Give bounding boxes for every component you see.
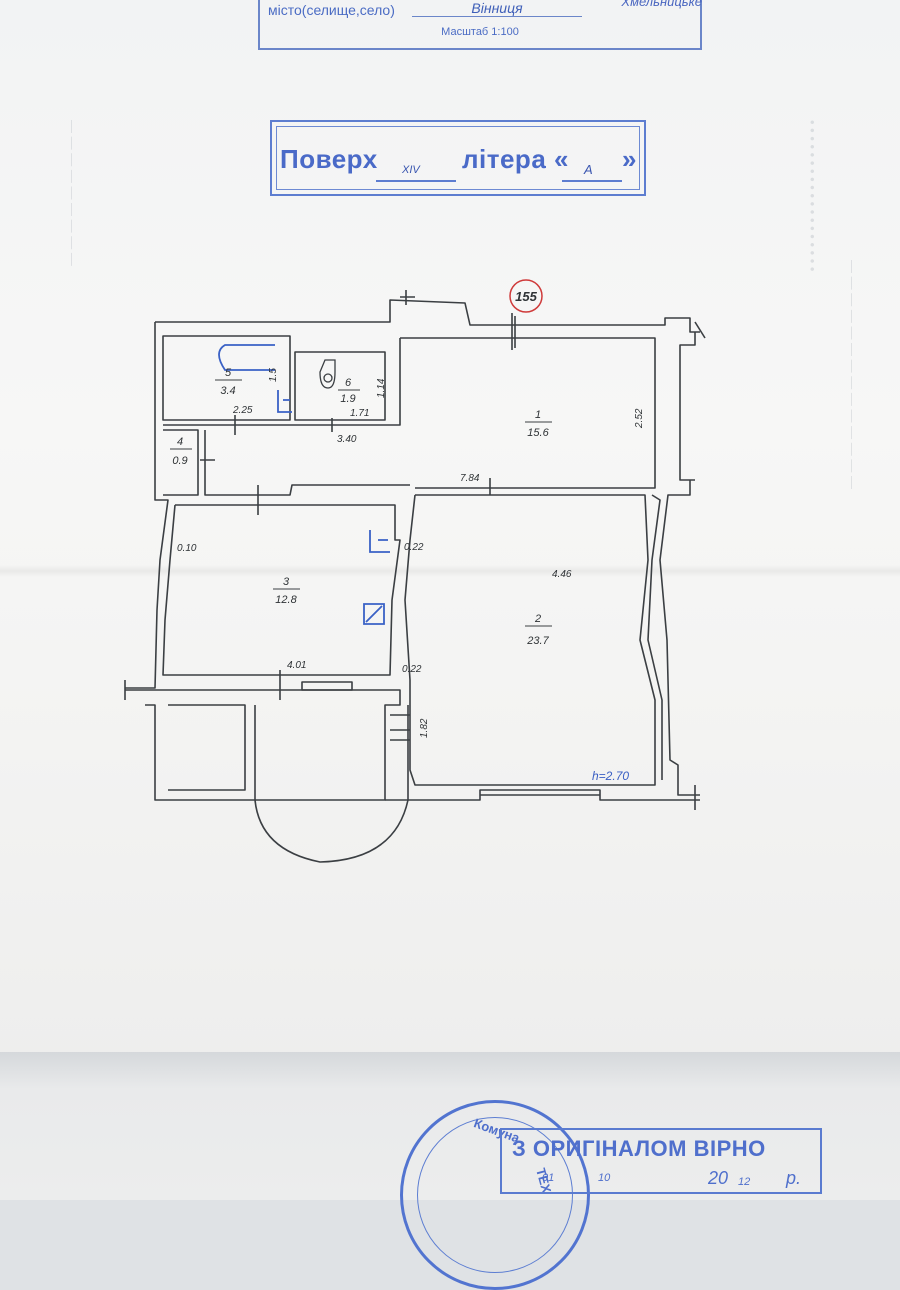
wall-room2-outer xyxy=(647,494,663,780)
bathtub-icon xyxy=(218,344,275,371)
room-6-number: 6 xyxy=(345,377,352,389)
certify-stamp: З ОРИГІНАЛОМ ВІРНО 01 10 20 12 р. xyxy=(500,1128,822,1194)
certify-day: 01 xyxy=(542,1172,555,1184)
floor-value: XIV xyxy=(402,164,420,176)
dim-1-14: 1.14 xyxy=(376,378,387,398)
dim-0-22-top: 0.22 xyxy=(404,542,424,553)
tick-top-left xyxy=(400,290,415,305)
floor-plan: 155 1 15.6 2 23.7 3 12.8 4 0.9 5 3.4 6 1… xyxy=(124,279,706,863)
certify-month: 10 xyxy=(598,1172,611,1184)
tick-inner xyxy=(234,415,333,435)
stove-icon xyxy=(363,603,385,625)
plan-number-badge: 155 xyxy=(509,279,543,313)
dim-4-46: 4.46 xyxy=(552,569,572,580)
room-3-area: 12.8 xyxy=(275,594,297,606)
room-6-area: 1.9 xyxy=(340,393,355,405)
tick-misc xyxy=(200,459,281,700)
tick-mid xyxy=(257,478,491,515)
tick-top xyxy=(511,313,516,350)
wall-corridor-bottom xyxy=(204,430,410,496)
dim-0-22-bottom: 0.22 xyxy=(402,664,422,675)
room-5-area: 3.4 xyxy=(220,385,235,397)
certify-year-letter: р. xyxy=(786,1168,802,1188)
cut-text: Хмельницьке xyxy=(621,0,702,9)
window-loggia xyxy=(301,681,353,691)
tick-door xyxy=(390,714,410,741)
scale-label: Масштаб 1:100 xyxy=(441,26,519,38)
settlement-label: місто(селище,село) xyxy=(268,2,395,18)
dim-2-25: 2.25 xyxy=(232,405,253,416)
toilet-bowl xyxy=(323,373,333,383)
wall-room3 xyxy=(162,504,401,676)
settlement-value: Вінниця xyxy=(412,0,582,17)
header-stamp: місто(селище,село) Вінниця Масштаб 1:100… xyxy=(258,0,702,50)
paper-fold xyxy=(0,565,900,577)
wall-corridor-top xyxy=(163,338,401,426)
wall-loggia xyxy=(125,689,401,801)
outer-wall-left xyxy=(125,322,169,689)
room-4-area: 0.9 xyxy=(172,455,187,467)
toilet-group xyxy=(319,359,336,389)
room-1-area: 15.6 xyxy=(527,427,549,439)
dimension-labels: 2.25 1.71 3.40 7.84 2.52 1.14 1.5 0.10 0… xyxy=(177,368,645,738)
room-5-number: 5 xyxy=(225,367,232,379)
outer-wall-right-top xyxy=(679,332,696,481)
floor-underline xyxy=(376,180,456,182)
room-2-number: 2 xyxy=(534,613,541,625)
certify-year-prefix: 20 xyxy=(708,1168,729,1188)
certify-year-suffix: 12 xyxy=(738,1176,751,1188)
room-3-number: 3 xyxy=(283,576,290,588)
wall-bath xyxy=(162,335,291,421)
wall-bottom xyxy=(385,789,700,801)
outer-wall-top xyxy=(155,299,700,333)
stamp-inner-border xyxy=(276,126,640,190)
tick-edges xyxy=(124,321,706,810)
plan-walls xyxy=(124,290,706,863)
floor-stamp: Поверх XIV літера « А » xyxy=(270,120,646,196)
wall-room2 xyxy=(404,494,656,786)
dim-2-52: 2.52 xyxy=(634,408,645,429)
dim-0-10: 0.10 xyxy=(177,543,197,554)
plan-number: 155 xyxy=(515,289,537,304)
wall-bay xyxy=(254,705,409,863)
wall-room1 xyxy=(400,337,656,489)
dim-4-01: 4.01 xyxy=(287,660,306,671)
floor-label: Поверх xyxy=(280,144,378,174)
toilet-icon xyxy=(319,359,336,389)
room-4-number: 4 xyxy=(177,436,183,448)
letter-label: літера « xyxy=(462,144,569,174)
wall-loggia-inner xyxy=(168,704,246,791)
room-labels: 1 15.6 2 23.7 3 12.8 4 0.9 5 3.4 6 1.9 xyxy=(170,367,552,647)
dim-1-82: 1.82 xyxy=(419,718,430,738)
letter-value: А xyxy=(584,162,593,177)
dim-1-71: 1.71 xyxy=(350,408,369,419)
wall-wc xyxy=(294,351,386,421)
sink-icon xyxy=(277,390,292,413)
sink-icon xyxy=(369,530,390,553)
ceiling-height: h=2.70 xyxy=(592,769,629,783)
letter-underline xyxy=(562,180,622,182)
dim-3-40: 3.40 xyxy=(337,434,357,445)
dim-1-5: 1.5 xyxy=(268,368,279,382)
letter-close: » xyxy=(622,144,637,174)
room-2-area: 23.7 xyxy=(526,635,549,647)
paper-sheet xyxy=(0,0,900,1065)
wall-closet xyxy=(163,429,199,496)
outer-wall-right-bottom xyxy=(659,480,700,796)
certify-title: З ОРИГІНАЛОМ ВІРНО xyxy=(512,1136,766,1161)
plan-fixtures xyxy=(218,344,390,625)
room-1-number: 1 xyxy=(535,409,541,421)
dim-7-84: 7.84 xyxy=(460,473,480,484)
